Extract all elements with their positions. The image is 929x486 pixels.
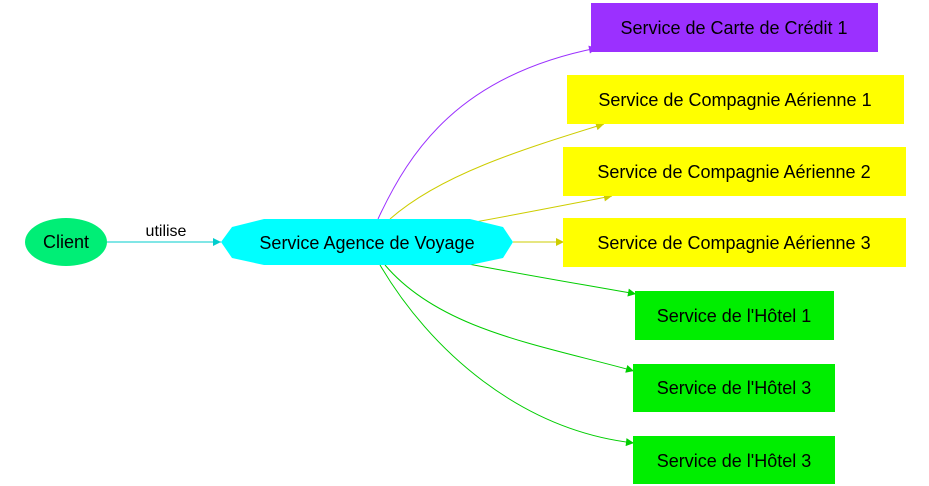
node-hotel1[interactable]: Service de l'Hôtel 1 [635,291,834,340]
node-carte[interactable]: Service de Carte de Crédit 1 [591,3,878,52]
node-hotel3b[interactable]: Service de l'Hôtel 3 [633,436,835,484]
carte-shape [591,3,878,52]
hotel1-label: Service de l'Hôtel 1 [657,306,812,326]
air1-label: Service de Compagnie Aérienne 1 [598,90,871,110]
edge-agence-hotel1 [457,261,637,297]
hotel3b-shape [633,436,835,484]
node-agence[interactable]: Service Agence de Voyage [221,219,513,265]
edge-agence-hotel3b [379,264,635,447]
edge-agence-air1 [389,122,605,220]
node-air1[interactable]: Service de Compagnie Aérienne 1 [567,75,904,124]
edge-agence-hotel3a [384,264,635,373]
client-label: Client [43,232,89,252]
hotel1-shape [635,291,834,340]
air3-label: Service de Compagnie Aérienne 3 [597,233,870,253]
carte-label: Service de Carte de Crédit 1 [620,18,847,38]
edges: utilise [107,45,637,447]
node-air3[interactable]: Service de Compagnie Aérienne 3 [563,218,906,267]
client-shape [25,218,107,266]
agence-shape [221,219,513,265]
hotel3b-label: Service de l'Hôtel 3 [657,451,812,471]
air3-shape [563,218,906,267]
node-hotel3a[interactable]: Service de l'Hôtel 3 [633,364,835,412]
edge-agence-carte [377,45,598,220]
hotel3a-shape [633,364,835,412]
hotel3a-label: Service de l'Hôtel 3 [657,378,812,398]
air1-shape [567,75,904,124]
air2-shape [563,147,906,196]
edge-agence-air2 [463,193,613,225]
node-air2[interactable]: Service de Compagnie Aérienne 2 [563,147,906,196]
edge-label-utilise: utilise [146,223,187,240]
air2-label: Service de Compagnie Aérienne 2 [597,162,870,182]
node-client[interactable]: Client [25,218,107,266]
agence-label: Service Agence de Voyage [259,233,474,253]
